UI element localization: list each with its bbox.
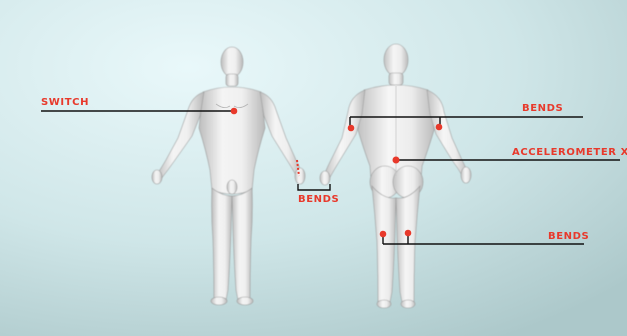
bends-wrist-label: BENDS [298, 194, 339, 206]
bends-arms-label: BENDS [522, 103, 563, 115]
accelerometer-label: ACCELEROMETER XYZ [512, 147, 627, 159]
left-knee-bend-sensor-dot [380, 231, 387, 238]
switch-label: SWITCH [41, 97, 89, 109]
right-knee-bend-sensor-dot [405, 230, 412, 237]
left-elbow-bend-sensor-dot [348, 125, 355, 132]
accelerometer-sensor-dot [393, 157, 400, 164]
right-elbow-bend-sensor-dot [436, 124, 443, 131]
switch-sensor-dot [231, 108, 238, 115]
bends-knees-label: BENDS [548, 231, 589, 243]
